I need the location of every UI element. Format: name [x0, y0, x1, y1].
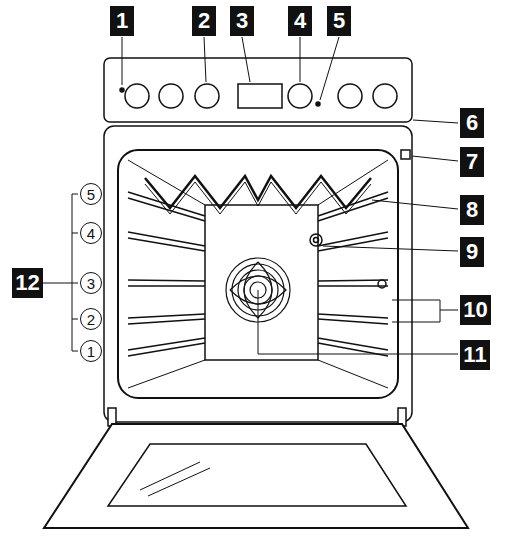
callout-number: 1	[110, 6, 134, 36]
oven-lamp	[314, 238, 319, 243]
callout-number: 9	[460, 237, 484, 267]
control-knob	[338, 84, 362, 108]
callout-number: 5	[327, 6, 351, 36]
fan-switch	[401, 150, 410, 159]
shelf-level-number: 3	[80, 272, 102, 294]
shelf-level-number: 1	[80, 340, 102, 362]
door-window	[108, 444, 406, 506]
leader-lines	[38, 37, 458, 354]
control-knob	[159, 84, 183, 108]
callout-number: 4	[288, 6, 312, 36]
oven-cavity	[118, 150, 398, 398]
control-knob	[373, 84, 397, 108]
callout-number: 7	[460, 147, 484, 177]
callout-number: 10	[460, 295, 491, 325]
temperature-sensor	[378, 280, 386, 288]
callout-number: 8	[460, 195, 484, 225]
indicator-dot	[316, 102, 320, 106]
callout-number: 11	[460, 340, 490, 370]
control-panel	[104, 58, 412, 122]
oven-lamp	[310, 234, 322, 246]
oven-body	[104, 126, 412, 422]
back-wall	[205, 205, 318, 360]
glass-glare	[148, 468, 210, 496]
shelf-level-number: 2	[80, 308, 102, 330]
callout-number: 3	[230, 6, 254, 36]
control-knob	[195, 84, 219, 108]
display	[238, 84, 282, 108]
shelf-level-number: 5	[80, 183, 102, 205]
shelf-level-number: 4	[80, 222, 102, 244]
oven-door	[44, 424, 468, 528]
callout-number: 12	[12, 268, 43, 298]
callout-number: 2	[192, 6, 216, 36]
control-knob	[125, 84, 149, 108]
indicator-dot	[120, 88, 124, 92]
control-knob	[288, 84, 312, 108]
callout-number: 6	[460, 108, 484, 138]
